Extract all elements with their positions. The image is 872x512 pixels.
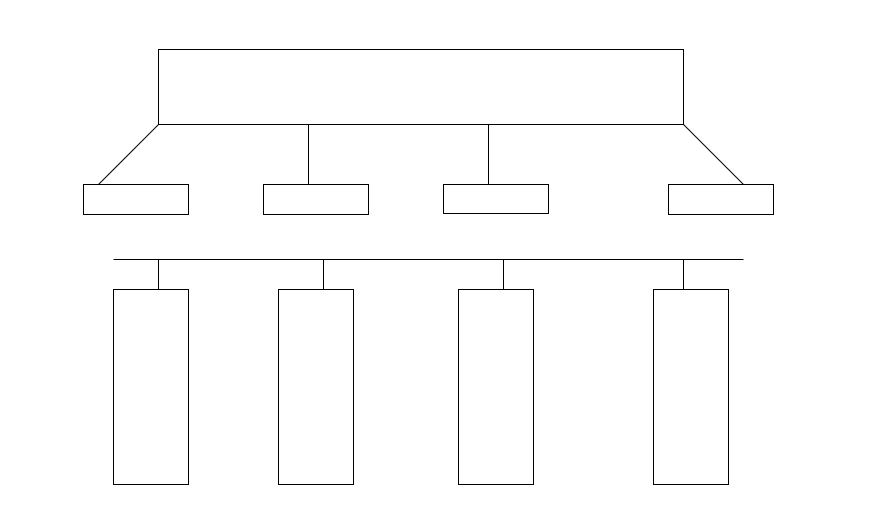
middle-node-3 (443, 184, 549, 214)
top-box (158, 49, 684, 125)
middle-row (83, 184, 774, 215)
top-to-middle-connectors (98, 124, 744, 185)
connector-left-diagonal (98, 124, 159, 185)
bottom-box (458, 289, 534, 485)
bottom-box (278, 289, 354, 485)
middle-node-1 (83, 184, 189, 215)
bus-drop-connectors (158, 259, 684, 290)
middle-box (668, 184, 774, 215)
connector-right-diagonal (683, 124, 744, 185)
bottom-node-2 (278, 289, 354, 485)
middle-node-2 (263, 184, 369, 215)
bottom-row (113, 289, 729, 485)
middle-node-4 (668, 184, 774, 215)
bottom-node-1 (113, 289, 189, 485)
middle-box (443, 184, 549, 214)
bottom-box (113, 289, 189, 485)
top-node (158, 49, 684, 125)
bottom-node-3 (458, 289, 534, 485)
middle-box (263, 184, 369, 215)
bottom-node-4 (653, 289, 729, 485)
middle-box (83, 184, 189, 215)
bottom-box (653, 289, 729, 485)
